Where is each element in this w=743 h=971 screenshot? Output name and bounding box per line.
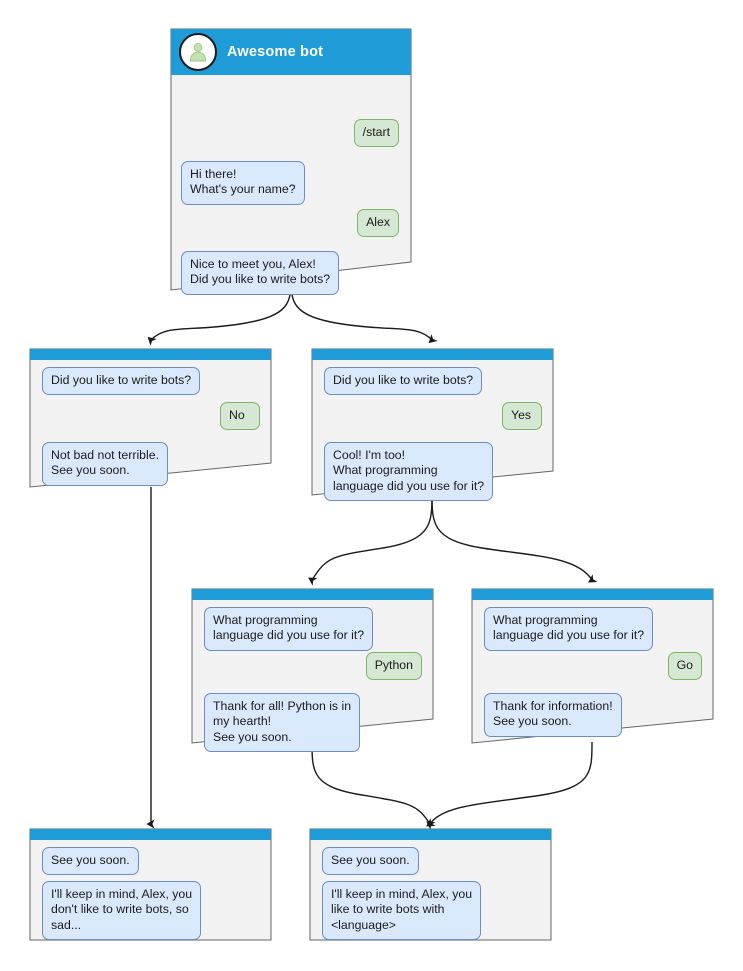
card-answer-python[interactable]: What programming language did you use fo… bbox=[191, 588, 434, 753]
chat-bubble-bot: Thank for all! Python is in my hearth! S… bbox=[204, 693, 361, 753]
chat-bubble-user: Alex bbox=[357, 209, 399, 238]
edge-yes-to-python bbox=[308, 493, 433, 586]
card-header bbox=[30, 829, 271, 840]
chat-bubble-user: Go bbox=[667, 652, 702, 681]
card-answer-yes[interactable]: Did you like to write bots? Yes Cool! I'… bbox=[311, 348, 554, 502]
chat-bubble-bot: What programming language did you use fo… bbox=[484, 607, 654, 651]
chat-body: /start Hi there! What's your name? Alex … bbox=[171, 75, 411, 295]
card-title: Awesome bot bbox=[227, 44, 324, 60]
card-end-with-language[interactable]: See you soon. I'll keep in mind, Alex, y… bbox=[309, 828, 552, 941]
edge-python-to-end-happy bbox=[311, 741, 436, 827]
edge-yes-to-go bbox=[431, 493, 598, 583]
card-header bbox=[30, 349, 271, 360]
chat-bubble-bot: Cool! I'm too! What programming language… bbox=[324, 442, 494, 502]
chat-bubble-bot: Nice to meet you, Alex! Did you like to … bbox=[181, 251, 340, 295]
chat-bubble-bot: Not bad not terrible. See you soon. bbox=[42, 442, 169, 486]
chat-bubble-bot: Did you like to write bots? bbox=[42, 367, 201, 396]
chat-bubble-bot: Hi there! What's your name? bbox=[181, 161, 305, 205]
card-header bbox=[310, 829, 551, 840]
card-answer-go[interactable]: What programming language did you use fo… bbox=[471, 588, 714, 745]
chat-bubble-user: No bbox=[220, 402, 260, 431]
chat-bubble-bot: I'll keep in mind, Alex, you don't like … bbox=[42, 881, 202, 941]
card-end-no-bots[interactable]: See you soon. I'll keep in mind, Alex, y… bbox=[29, 828, 272, 941]
edge-go-to-end-happy bbox=[426, 741, 593, 830]
chat-bubble-bot: What programming language did you use fo… bbox=[204, 607, 374, 651]
card-header bbox=[472, 589, 713, 600]
chat-bubble-user: Yes bbox=[502, 402, 542, 431]
chat-bubble-bot: I'll keep in mind, Alex, you like to wri… bbox=[322, 881, 482, 941]
card-answer-no[interactable]: Did you like to write bots? No Not bad n… bbox=[29, 348, 272, 489]
card-header: Awesome bot bbox=[171, 29, 411, 75]
card-awesome-bot[interactable]: Awesome bot /start Hi there! What's your… bbox=[170, 28, 412, 295]
chat-bubble-bot: See you soon. bbox=[42, 847, 139, 876]
chat-bubble-bot: Thank for information! See you soon. bbox=[484, 693, 622, 737]
chat-bubble-user: Python bbox=[365, 652, 422, 681]
card-header bbox=[312, 349, 553, 360]
chat-bubble-bot: Did you like to write bots? bbox=[324, 367, 483, 396]
person-avatar-icon bbox=[179, 33, 217, 71]
chat-bubble-bot: See you soon. bbox=[322, 847, 419, 876]
card-header bbox=[192, 589, 433, 600]
chat-bubble-user: /start bbox=[353, 119, 399, 148]
